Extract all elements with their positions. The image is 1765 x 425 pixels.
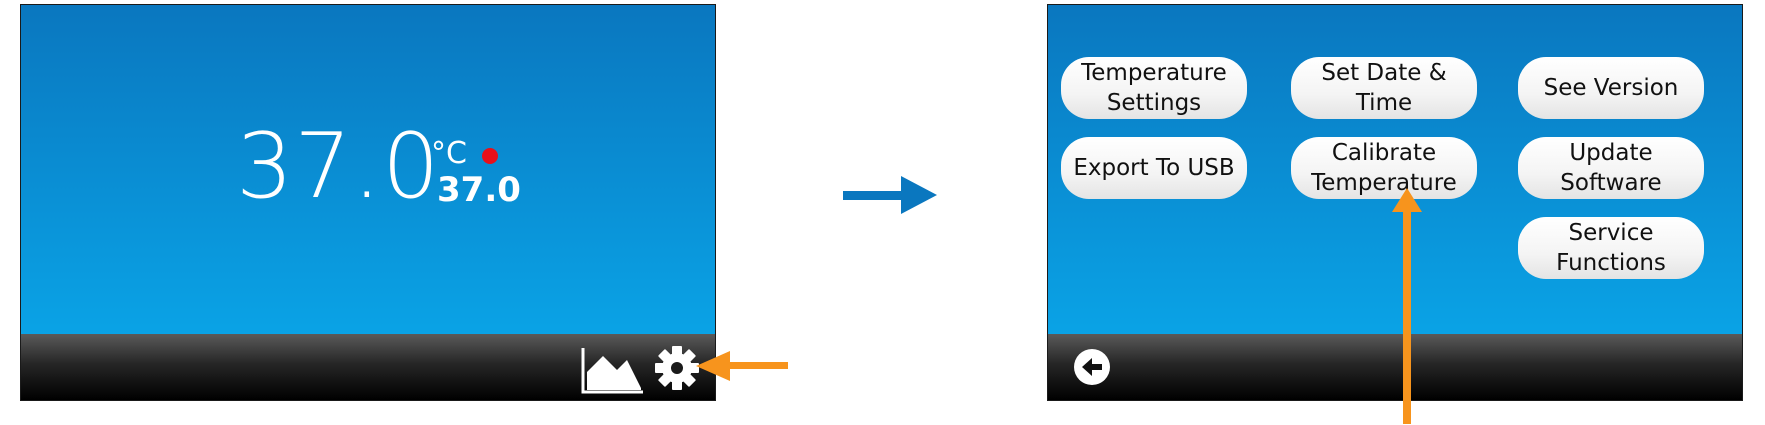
back-arrow-icon	[1082, 358, 1102, 376]
temperature-display: 37.0 °C 37.0	[21, 5, 715, 336]
temperature-unit: °C	[431, 136, 467, 171]
update-software-button[interactable]: Update Software	[1518, 137, 1704, 199]
export-to-usb-button[interactable]: Export To USB	[1061, 137, 1247, 199]
graph-icon[interactable]	[581, 348, 643, 394]
see-version-button[interactable]: See Version	[1518, 57, 1704, 119]
heating-status-indicator	[482, 148, 498, 164]
set-date-time-button[interactable]: Set Date & Time	[1291, 57, 1477, 119]
service-functions-button[interactable]: Service Functions	[1518, 217, 1704, 279]
navigation-flow-arrow	[843, 176, 937, 214]
current-temperature: 37.0	[236, 114, 441, 219]
bottom-toolbar	[21, 334, 715, 400]
home-screen: 37.0 °C 37.0	[20, 4, 716, 401]
back-button[interactable]	[1074, 349, 1110, 385]
gear-icon[interactable]	[653, 344, 701, 392]
setpoint-temperature: 37.0	[437, 170, 521, 210]
settings-menu-panel: Temperature Settings Set Date & Time See…	[1048, 5, 1742, 336]
gear-highlight-arrow	[696, 351, 788, 381]
bottom-toolbar	[1048, 334, 1742, 400]
calibrate-temperature-button[interactable]: Calibrate Temperature	[1291, 137, 1477, 199]
calibrate-highlight-arrow	[1392, 188, 1422, 424]
settings-screen: Temperature Settings Set Date & Time See…	[1047, 4, 1743, 401]
temperature-settings-button[interactable]: Temperature Settings	[1061, 57, 1247, 119]
